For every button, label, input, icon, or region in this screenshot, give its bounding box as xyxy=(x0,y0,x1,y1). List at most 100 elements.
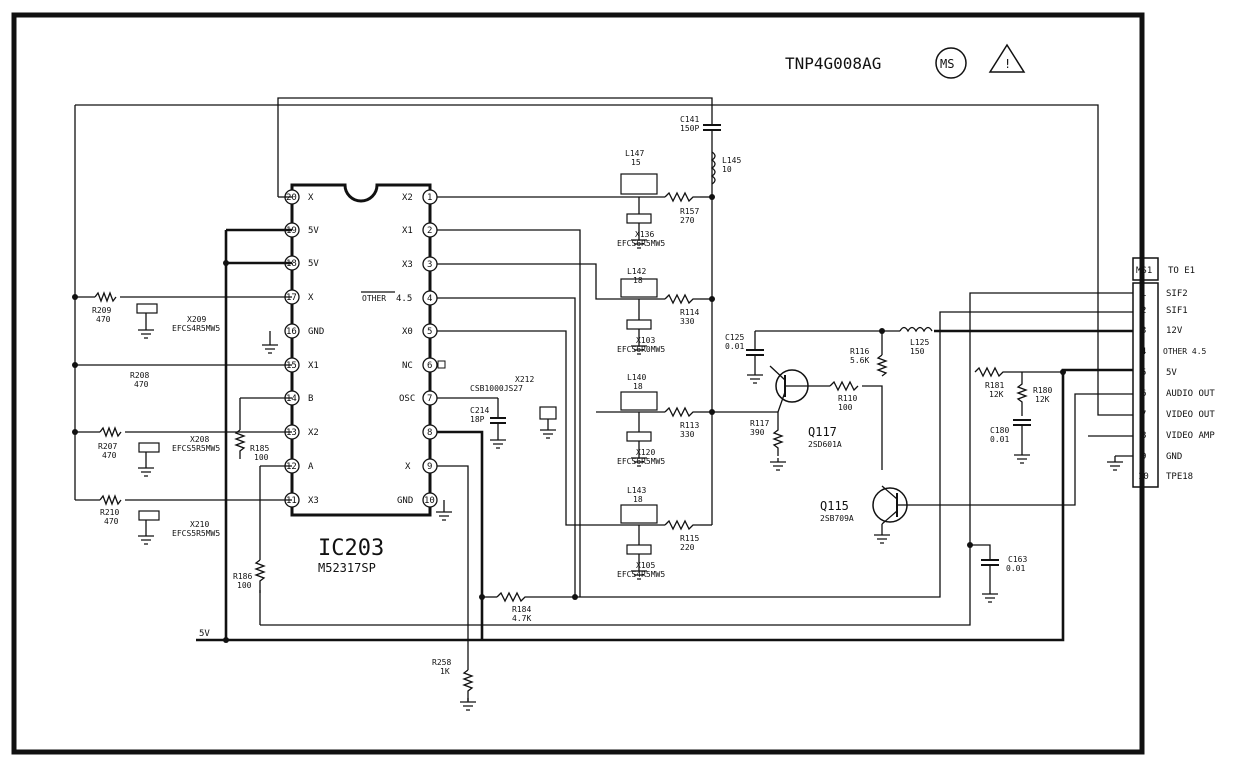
ic-pin-5-name: X0 xyxy=(402,327,413,337)
l125-ref: L125 xyxy=(910,338,929,347)
ic-pin-17-num: 17 xyxy=(286,293,297,303)
conn-pin-10-num: 10 xyxy=(1138,472,1149,482)
r113-resistor xyxy=(664,406,700,418)
ic-pin-1-num: 1 xyxy=(427,193,432,203)
ic-pin-7-num: 7 xyxy=(427,394,432,404)
r114-ref: R114 xyxy=(680,308,699,317)
x103-crystal xyxy=(626,319,652,330)
ic-pin-18-name: 5V xyxy=(308,259,319,269)
wire-q115-base xyxy=(862,385,883,470)
c141-ref: C141 xyxy=(680,115,699,124)
r209-val: 470 xyxy=(96,315,111,324)
warning-mark: ! xyxy=(1004,57,1011,71)
ic-pin-7-name: OSC xyxy=(399,394,415,404)
connector-ref: MS1 xyxy=(1136,266,1152,276)
r185-val: 100 xyxy=(254,453,269,462)
x105-crystal xyxy=(626,544,652,555)
ic-pin-19-name: 5V xyxy=(308,226,319,236)
ic-pin-14-num: 14 xyxy=(286,394,297,404)
x208-crystal xyxy=(138,442,160,453)
ms-badge-circle xyxy=(935,47,967,79)
r210-val: 470 xyxy=(104,517,119,526)
ground-icon xyxy=(1014,425,1030,464)
conn-pin-9-name: GND xyxy=(1166,452,1182,462)
r186-resistor xyxy=(254,559,266,593)
r180-ref: R180 xyxy=(1033,386,1052,395)
ic-pin-5-num: 5 xyxy=(427,327,432,337)
ground-icon xyxy=(631,441,647,467)
r180-val: 12K xyxy=(1035,395,1050,404)
wire-pin4 xyxy=(437,297,576,597)
c214-val: 18P xyxy=(470,415,485,424)
ic-pin-1-name: X2 xyxy=(402,193,413,203)
c163-lead xyxy=(970,544,991,560)
wire-video-out xyxy=(75,104,1133,416)
x210-ref: X210 xyxy=(190,520,209,529)
x212-val: CSB1000JS27 xyxy=(470,384,523,393)
wire-sif2 xyxy=(260,292,1133,626)
r185-resistor xyxy=(234,429,246,459)
ic-pin-11-name: X3 xyxy=(308,496,319,506)
connector-to-label: TO E1 xyxy=(1168,266,1195,276)
document-header: ! MS TNP4G008AG xyxy=(785,43,1026,79)
ic-pin-11-num: 11 xyxy=(286,496,297,506)
ground-icon xyxy=(631,223,647,249)
r117-ref: R117 xyxy=(750,419,769,428)
r116-val: 5.6K xyxy=(850,356,869,365)
c214-ref: C214 xyxy=(470,406,489,415)
conn-pin-7-name: VIDEO OUT xyxy=(1166,410,1215,420)
ms-badge: MS xyxy=(940,57,954,71)
ground-icon xyxy=(874,524,890,544)
r110-resistor xyxy=(829,380,859,392)
l143-filter xyxy=(620,504,658,524)
r110-val: 100 xyxy=(838,403,853,412)
l142-val: 18 xyxy=(633,276,643,285)
ic-pin-8-num: 8 xyxy=(427,428,432,438)
l143-ref: L143 xyxy=(627,486,646,495)
wire-pin5 xyxy=(437,330,665,526)
conn-pin-3-name: 12V xyxy=(1166,326,1183,336)
x208-ref: X208 xyxy=(190,435,209,444)
ground-icon xyxy=(631,554,647,580)
warning-triangle-icon xyxy=(988,43,1026,73)
q115-collector xyxy=(881,485,898,500)
ic-pin-9-name: X xyxy=(405,462,411,472)
ic-pin-14-name: B xyxy=(308,394,313,404)
junction xyxy=(72,362,78,368)
ic-pin-3-num: 3 xyxy=(427,260,432,270)
r114-resistor xyxy=(664,293,700,305)
ground-icon xyxy=(138,313,154,339)
c180-val: 0.01 xyxy=(990,435,1009,444)
r210-ref: R210 xyxy=(100,508,119,517)
junction xyxy=(479,594,485,600)
r186-ref: R186 xyxy=(233,572,252,581)
conn-pin-3-num: 3 xyxy=(1141,326,1146,336)
ic-pin-4-name: 4.5 xyxy=(396,294,412,304)
ic-pin-10-num: 10 xyxy=(424,496,435,506)
r181-resistor xyxy=(974,366,1005,378)
c163-ref: C163 xyxy=(1008,555,1027,564)
doc-code: TNP4G008AG xyxy=(785,54,881,73)
junction xyxy=(223,260,229,266)
conn-pin-10-name: TPE18 xyxy=(1166,472,1193,482)
l142-filter xyxy=(620,278,658,298)
q117-val: 2SD601A xyxy=(808,440,842,449)
r207-val: 470 xyxy=(102,451,117,460)
ic-pin-15-name: X1 xyxy=(308,361,319,371)
r207-resistor xyxy=(99,426,122,438)
ic-pin-6-num: 6 xyxy=(427,361,432,371)
wiring: 5V xyxy=(72,97,1133,670)
ic-pin-16-name: GND xyxy=(308,327,324,337)
conn-pin-8-name: VIDEO AMP xyxy=(1166,431,1215,441)
x209-val: EFCS4R5MW5 xyxy=(172,324,220,333)
nc-marker xyxy=(437,360,446,369)
x209-ref: X209 xyxy=(187,315,206,324)
l142-ref: L142 xyxy=(627,267,646,276)
page-border xyxy=(11,12,1145,755)
q117-emitter xyxy=(777,391,786,413)
l147-ref: L147 xyxy=(625,149,644,158)
ground-icon xyxy=(138,452,154,477)
ic-pin-6 xyxy=(422,357,438,373)
conn-pin-8-num: 8 xyxy=(1141,431,1146,441)
r258-resistor xyxy=(462,669,474,701)
